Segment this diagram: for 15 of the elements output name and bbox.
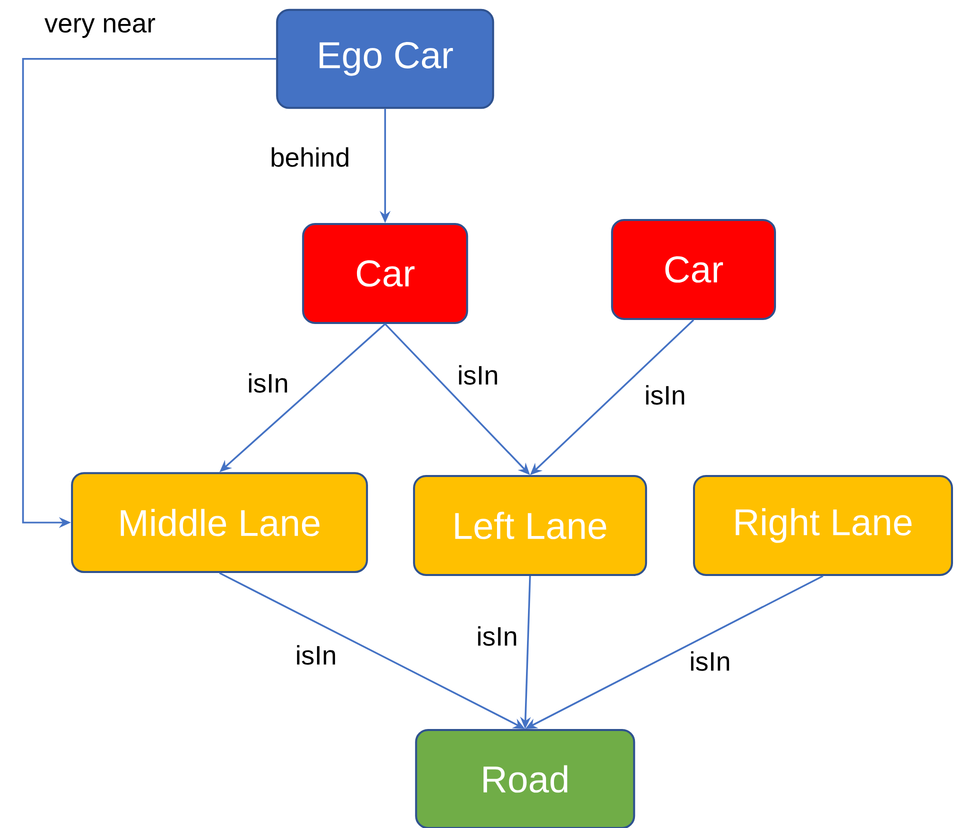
node-box: Left Lane (413, 475, 648, 576)
node-box: Car (611, 219, 776, 320)
edge-label: isIn (688, 650, 732, 672)
edge-label: behind (268, 146, 352, 168)
edge-label: isIn (246, 372, 290, 394)
edge-label: isIn (643, 384, 688, 406)
edge-label: isIn (294, 644, 338, 666)
edge-label: isIn (475, 624, 520, 648)
node-box: Middle Lane (71, 472, 368, 574)
node-box: Right Lane (693, 475, 953, 576)
edge-label: isIn (456, 364, 500, 386)
node-box: Road (415, 728, 636, 828)
node-box: Car (302, 223, 468, 324)
node-box: Ego Car (276, 8, 494, 109)
edge-label: very near (43, 16, 157, 40)
